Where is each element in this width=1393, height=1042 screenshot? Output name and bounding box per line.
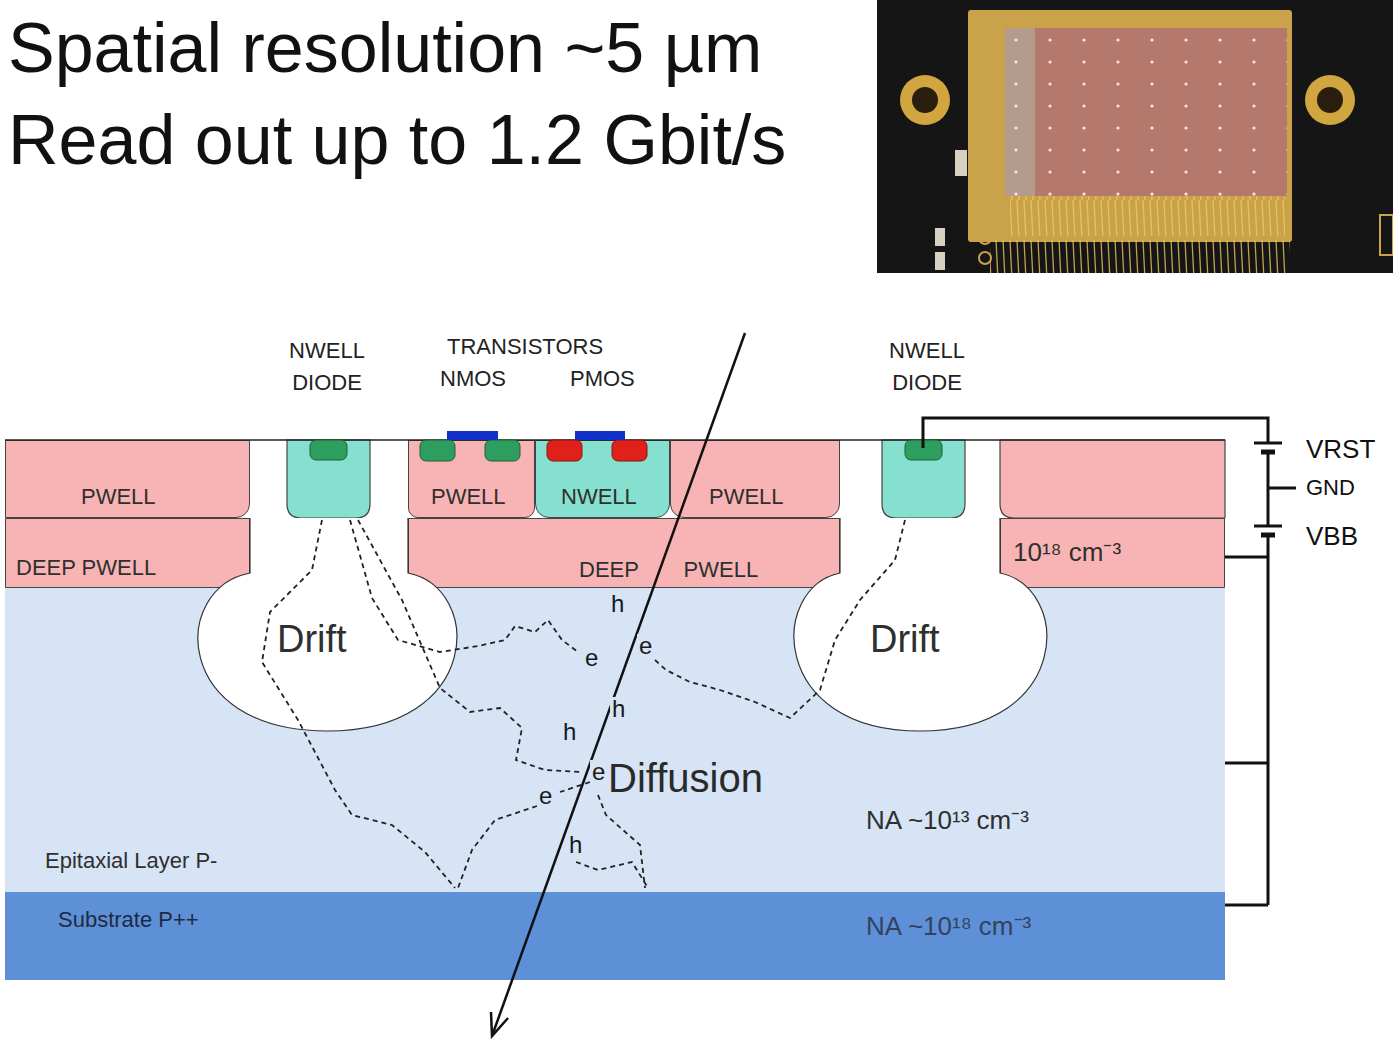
device-label: NMOS — [440, 367, 506, 391]
bias-circuit-part — [1225, 904, 1268, 907]
bias-circuit-part — [1268, 487, 1296, 490]
voltage-label: VBB — [1306, 522, 1358, 551]
deep-pwell-region: 10¹⁸ cm⁻³ — [1000, 518, 1225, 588]
deep-pwell-region: DEEP PWELL — [5, 518, 250, 588]
drift-border — [198, 518, 457, 731]
carrier-label: e — [583, 646, 600, 670]
carrier-paths-part — [576, 862, 648, 888]
layer-text: PWELL — [431, 484, 506, 509]
carrier-paths-part — [598, 795, 645, 888]
carrier-label: e — [590, 760, 607, 784]
contacts-part — [447, 431, 498, 440]
carrier-paths-part — [655, 520, 905, 718]
layer-text: DEEP PWELL — [16, 555, 156, 580]
well-shapes-part — [882, 440, 965, 518]
chip-photo-part — [1305, 75, 1355, 125]
spec-text: Read out up to 1.2 Gbit/s — [8, 102, 786, 179]
carrier-label: e — [637, 634, 654, 658]
pwell-region: PWELL — [5, 440, 250, 518]
particle-track-part — [492, 333, 745, 1036]
bias-circuit — [923, 418, 1296, 905]
drift-region: Drift — [198, 518, 456, 733]
chip-photo-part — [955, 150, 967, 176]
contacts-part — [547, 440, 582, 461]
epitaxial-layer: Epitaxial Layer P- NA ~10¹³ cm⁻³ Drift Drif… — [5, 588, 1225, 892]
device-label: TRANSISTORS — [447, 335, 603, 359]
drift-fill — [198, 518, 457, 731]
chip-photo-part — [1005, 28, 1287, 196]
chip-photo-part — [1380, 215, 1393, 255]
chip-photo — [877, 0, 1393, 273]
chip-photo-part — [979, 252, 991, 264]
well-shapes-part — [287, 440, 370, 518]
carrier-label: h — [610, 697, 627, 721]
chip-photo-part — [900, 75, 950, 125]
layer-text: Drift — [870, 618, 940, 662]
layer-text: DEEP PWELL — [579, 557, 758, 582]
drift-border — [794, 518, 1047, 731]
voltage-label: GND — [1306, 476, 1355, 500]
layer-text: Substrate P++ — [58, 907, 199, 932]
contacts-part — [575, 431, 625, 440]
carrier-label: h — [609, 592, 626, 616]
layer-text: PWELL — [81, 484, 156, 509]
deep-pwell-region: DEEP PWELL — [408, 518, 840, 588]
device-label: NWELL DIODE — [882, 335, 972, 399]
chip-photo-part — [877, 0, 1393, 273]
contacts-part — [485, 440, 520, 461]
chip-photo-part — [1317, 87, 1343, 113]
pwell-region: PWELL — [670, 440, 840, 518]
well-shapes-part — [1000, 440, 1225, 518]
chip-photo-part — [912, 87, 938, 113]
carrier-paths-part — [350, 520, 578, 652]
bias-circuit-part — [1254, 442, 1282, 445]
chip-photo-part — [990, 240, 1290, 273]
carrier-paths-part — [560, 782, 590, 792]
chip-photo-part — [968, 10, 1292, 242]
spec-text: Spatial resolution ~5 µm — [8, 10, 762, 87]
layer-text: 10¹⁸ cm⁻³ — [1013, 538, 1121, 568]
substrate-layer: Substrate P++ NA ~10¹⁸ cm⁻³ — [5, 892, 1225, 980]
bias-circuit-part — [1267, 535, 1270, 905]
chip-photo-part — [1005, 28, 1287, 196]
bias-circuit-part — [923, 418, 1268, 448]
carrier-label: h — [567, 833, 584, 857]
drift-fill — [794, 518, 1047, 731]
carrier-label: e — [537, 784, 554, 808]
well-shapes — [287, 440, 1225, 518]
layer-text: NA ~10¹⁸ cm⁻³ — [866, 912, 1031, 942]
layer-text: Epitaxial Layer P- — [45, 848, 217, 873]
bias-circuit-part — [1225, 762, 1268, 765]
particle-track — [491, 333, 745, 1036]
layer-text: Drift — [277, 618, 347, 662]
carrier-paths-part — [262, 520, 455, 888]
carrier-paths-part — [458, 806, 537, 888]
carrier-paths — [262, 520, 905, 888]
bias-circuit-part — [1254, 525, 1282, 528]
particle-track-part — [491, 1012, 508, 1036]
layer-text: NA ~10¹³ cm⁻³ — [866, 806, 1029, 836]
drift-region: Drift — [794, 518, 1046, 733]
process-label: Diffusion — [608, 756, 763, 800]
chip-photo-part — [1010, 196, 1285, 236]
layer-text: NWELL — [561, 484, 637, 509]
contacts-part — [612, 440, 647, 461]
contacts-part — [310, 440, 347, 460]
voltage-label: VRST — [1306, 435, 1375, 464]
contacts-part — [420, 440, 455, 461]
chip-photo-part — [935, 252, 945, 270]
carrier-label: h — [561, 720, 578, 744]
bias-circuit-part — [1225, 556, 1268, 559]
contacts — [310, 431, 942, 461]
chip-photo-part — [935, 228, 945, 246]
chip-photo-part — [979, 232, 991, 244]
device-label: NWELL DIODE — [282, 335, 372, 399]
layer-text: PWELL — [709, 484, 784, 509]
carrier-paths-part — [358, 520, 583, 772]
device-label: PMOS — [570, 367, 635, 391]
